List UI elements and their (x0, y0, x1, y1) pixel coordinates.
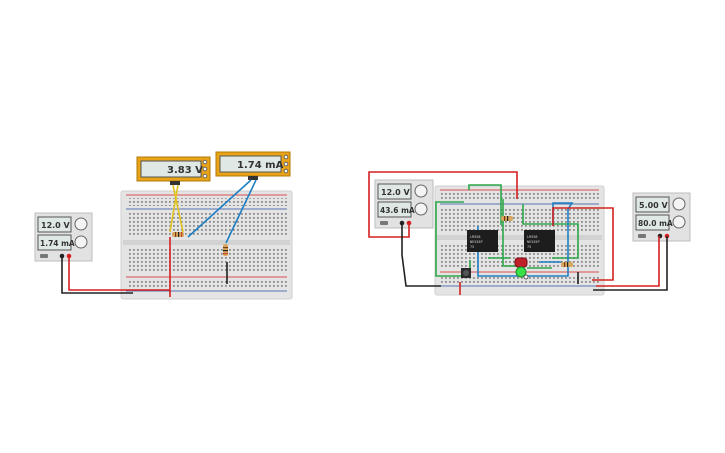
current-knob[interactable] (414, 202, 428, 216)
chip-label-line3: 75 (470, 245, 474, 249)
wire-blue (477, 202, 574, 277)
ic-chip-1[interactable]: LM358 NE555P 75 (467, 230, 498, 252)
wire-yellow (169, 184, 179, 233)
current-knob[interactable] (74, 235, 88, 249)
wire-red (596, 236, 660, 287)
wire-green (502, 199, 517, 267)
power-supply-left[interactable]: 12.0 V 1.74 mA (34, 212, 93, 262)
wire-black (61, 256, 133, 294)
ic-chip-2[interactable]: LM358 NE555P 75 (524, 230, 555, 252)
wire-blue (187, 179, 252, 238)
breadboard-left[interactable] (120, 190, 293, 300)
voltage-knob[interactable] (74, 217, 88, 231)
current-knob[interactable] (672, 215, 686, 229)
voltmeter-reading: 3.83 V (167, 165, 203, 176)
wires-left[interactable] (61, 179, 257, 297)
push-button[interactable] (461, 268, 471, 278)
voltage-knob[interactable] (414, 184, 428, 198)
resistor[interactable] (172, 232, 184, 237)
power-switch[interactable] (638, 234, 646, 238)
wire-blue (225, 179, 257, 244)
supply-voltage-display: 12.0 V (381, 188, 411, 197)
wire-black (593, 236, 668, 291)
power-supply-right-a[interactable]: 12.0 V 43.6 mA (374, 179, 434, 229)
chip-label-line1: LM358 (527, 235, 538, 239)
voltage-knob[interactable] (672, 197, 686, 211)
chip-label-line2: NE555P (527, 240, 540, 244)
wire-green (522, 204, 579, 259)
resistor[interactable] (223, 244, 228, 256)
wire-red (552, 207, 614, 281)
voltmeter[interactable]: 3.83 V (136, 156, 211, 185)
wire-green (468, 184, 502, 225)
resistor[interactable] (561, 262, 573, 267)
supply-current-display: 1.74 mA (40, 239, 75, 248)
wire-red (68, 256, 170, 291)
wire-black (401, 223, 441, 287)
supply-voltage-display: 5.00 V (639, 201, 669, 210)
supply-voltage-display: 12.0 V (41, 221, 71, 230)
wire-yellow (172, 184, 184, 233)
led-red[interactable] (514, 257, 528, 268)
chip-label-line3: 75 (527, 245, 531, 249)
chip-label-line1: LM358 (470, 235, 481, 239)
led-green[interactable] (515, 266, 529, 280)
ammeter-reading: 1.74 mA (237, 160, 284, 171)
wire-red (368, 171, 518, 238)
supply-current-display: 43.6 mA (380, 206, 415, 215)
supply-current-display: 80.0 mA (638, 219, 673, 228)
ammeter[interactable]: 1.74 mA (215, 151, 291, 180)
resistor[interactable] (501, 216, 513, 221)
power-supply-right-b[interactable]: 5.00 V 80.0 mA (632, 192, 691, 242)
chip-label-line2: NE555P (470, 240, 483, 244)
power-switch[interactable] (40, 254, 48, 258)
power-switch[interactable] (380, 221, 388, 225)
